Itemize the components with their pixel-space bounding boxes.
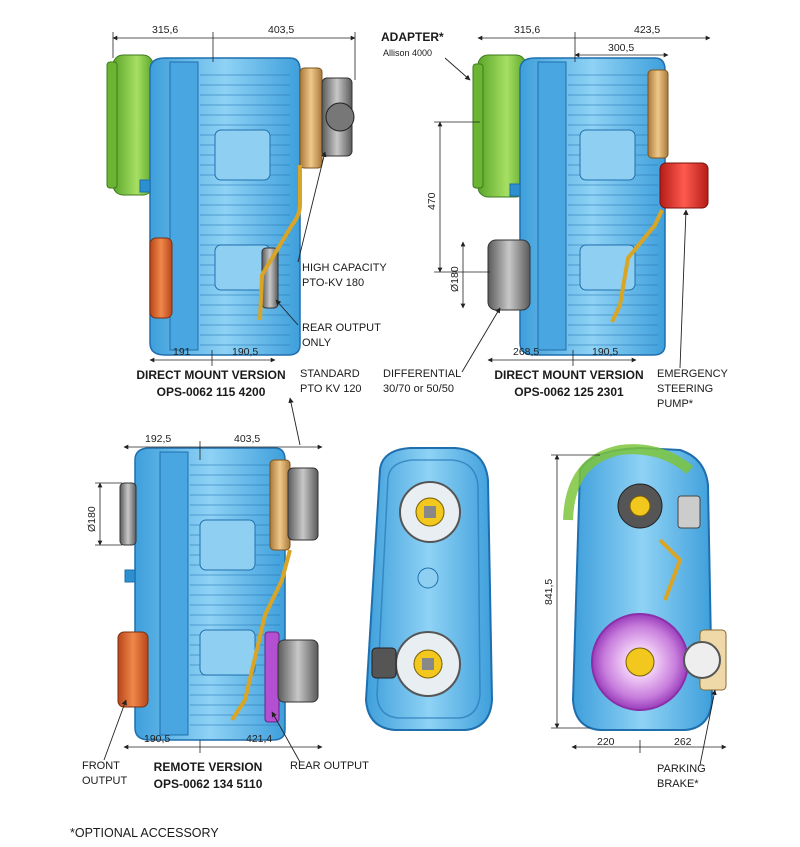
leader-lines: [103, 57, 717, 766]
direct-mount-1-code: OPS-0062 115 4200: [156, 385, 266, 399]
differential-line2: 30/70 or 50/50: [383, 383, 454, 395]
dim-v2-bottom-right: 190,5: [592, 346, 619, 358]
dim-v1-bottom-left: 191: [173, 346, 191, 358]
dim-v2-top-left: 315,6: [514, 24, 541, 36]
emergency-line3: PUMP*: [657, 398, 694, 410]
view-direct-mount-1: [106, 54, 355, 356]
dim-v2-bottom-left: 268,5: [513, 346, 540, 358]
remote-version-title: REMOTE VERSION: [153, 760, 263, 774]
dim-v2-height: 470: [426, 192, 438, 210]
front-output-line1: FRONT: [82, 760, 120, 772]
dim-v3-bottom-right: 421,4: [246, 733, 273, 745]
differential-line1: DIFFERENTIAL: [383, 368, 462, 380]
adapter-label: ADAPTER*: [381, 30, 444, 44]
parking-brake-line2: BRAKE*: [657, 778, 699, 790]
high-capacity-label-line2: PTO-KV 180: [302, 277, 365, 289]
optional-accessory-footnote: *OPTIONAL ACCESSORY: [70, 826, 219, 840]
remote-version-code: OPS-0062 134 5110: [153, 777, 263, 791]
view-rear-housing: [563, 444, 727, 731]
view-end-housing: [364, 447, 494, 731]
dim-v3-top-right: 403,5: [234, 433, 261, 445]
dim-v2-top-right: 423,5: [634, 24, 661, 36]
dim-v3-bottom-left: 190,5: [144, 733, 171, 745]
emergency-line1: EMERGENCY: [657, 368, 728, 380]
rear-output-label: REAR OUTPUT: [290, 760, 369, 772]
dim-v2-diameter: Ø180: [449, 266, 461, 292]
direct-mount-1-title: DIRECT MOUNT VERSION: [136, 368, 286, 382]
direct-mount-2-title: DIRECT MOUNT VERSION: [494, 368, 644, 382]
view-direct-mount-2: [472, 54, 709, 356]
adapter-sublabel: Allison 4000: [383, 48, 433, 58]
parking-brake-line1: PARKING: [657, 763, 706, 775]
dim-v1-top-right: 403,5: [268, 24, 295, 36]
dim-v4-height: 841,5: [543, 578, 555, 605]
view-remote: [117, 447, 319, 741]
direct-mount-2-code: OPS-0062 125 2301: [514, 385, 624, 399]
rear-output-only-line2: ONLY: [302, 337, 332, 349]
dim-v4-bottom-left: 220: [597, 736, 615, 748]
dim-v1-bottom-right: 190,5: [232, 346, 259, 358]
dim-v2-top-inner: 300,5: [608, 42, 635, 54]
high-capacity-label-line1: HIGH CAPACITY: [302, 262, 387, 274]
emergency-line2: STEERING: [657, 383, 714, 395]
standard-pto-line2: PTO KV 120: [300, 383, 362, 395]
dim-v4-bottom-right: 262: [674, 736, 692, 748]
dim-v3-diameter: Ø180: [86, 506, 98, 532]
front-output-line2: OUTPUT: [82, 775, 128, 787]
dim-v1-top-left: 315,6: [152, 24, 179, 36]
standard-pto-line1: STANDARD: [300, 368, 360, 380]
dim-v3-top-left: 192,5: [145, 433, 172, 445]
dimension-lines: [95, 32, 727, 753]
rear-output-only-line1: REAR OUTPUT: [302, 322, 381, 334]
